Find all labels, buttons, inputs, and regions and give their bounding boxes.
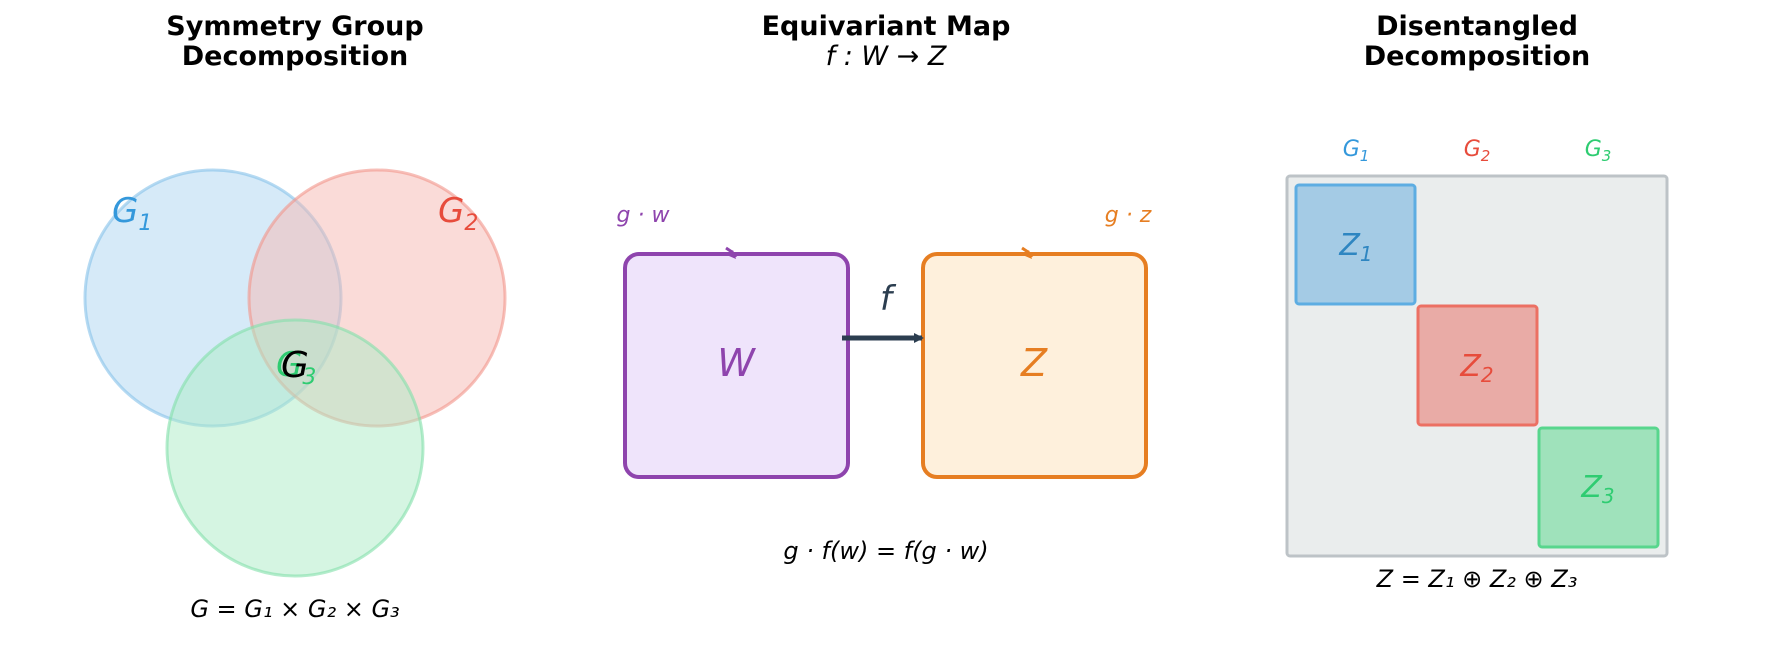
column-label-g1: G1 [1343, 137, 1370, 165]
source-action-label: g · w [617, 203, 671, 228]
disentangled-panel: Disentangled Decomposition G1 G2 G3 Z1 Z… [1285, 11, 1669, 593]
target-box-z [921, 252, 1148, 479]
equivariant-title-line1: Equivariant Map [762, 11, 1011, 42]
target-label-z: Z [1020, 341, 1048, 385]
source-box-w [623, 252, 850, 479]
block-label-z3: Z3 [1580, 470, 1614, 508]
block-label-z2: Z2 [1459, 349, 1493, 387]
equivariant-panel: Equivariant Map f : W → Z W g · w Z g · … [617, 11, 1152, 565]
source-action-arrowhead-icon [729, 250, 736, 259]
block-label-z1: Z1 [1338, 228, 1372, 266]
equivariant-title-line2: f : W → Z [826, 41, 947, 72]
venn-label-g2: G2 [438, 191, 478, 236]
disentangled-title-line2: Decomposition [1364, 41, 1591, 72]
block-z3 [1537, 426, 1660, 549]
venn-label-g1: G1 [112, 191, 152, 236]
disentangled-formula: Z = Z₁ ⊕ Z₂ ⊕ Z₃ [1376, 565, 1578, 593]
column-label-g2: G2 [1464, 137, 1491, 165]
block-z1 [1294, 183, 1417, 306]
source-label-w: W [717, 341, 756, 385]
symmetry-title-line2: Decomposition [182, 41, 409, 72]
venn-label-g3: G3 [276, 345, 316, 390]
map-arrow-label: f [880, 279, 897, 319]
venn-circle-g3 [165, 318, 425, 578]
symmetry-title-line1: Symmetry Group [166, 11, 423, 42]
venn-center-label: G [281, 345, 309, 386]
symmetry-formula: G = G₁ × G₂ × G₃ [190, 595, 399, 623]
disentangled-title-line1: Disentangled [1376, 11, 1578, 42]
column-label-g3: G3 [1585, 137, 1612, 165]
target-action-label: g · z [1105, 203, 1152, 228]
equivariance-formula: g · f(w) = f(g · w) [783, 537, 988, 565]
symmetry-panel: Symmetry Group Decomposition G1 G2 G3 G … [83, 11, 507, 623]
block-z2 [1416, 304, 1539, 427]
target-action-arrowhead-icon [1025, 250, 1032, 259]
